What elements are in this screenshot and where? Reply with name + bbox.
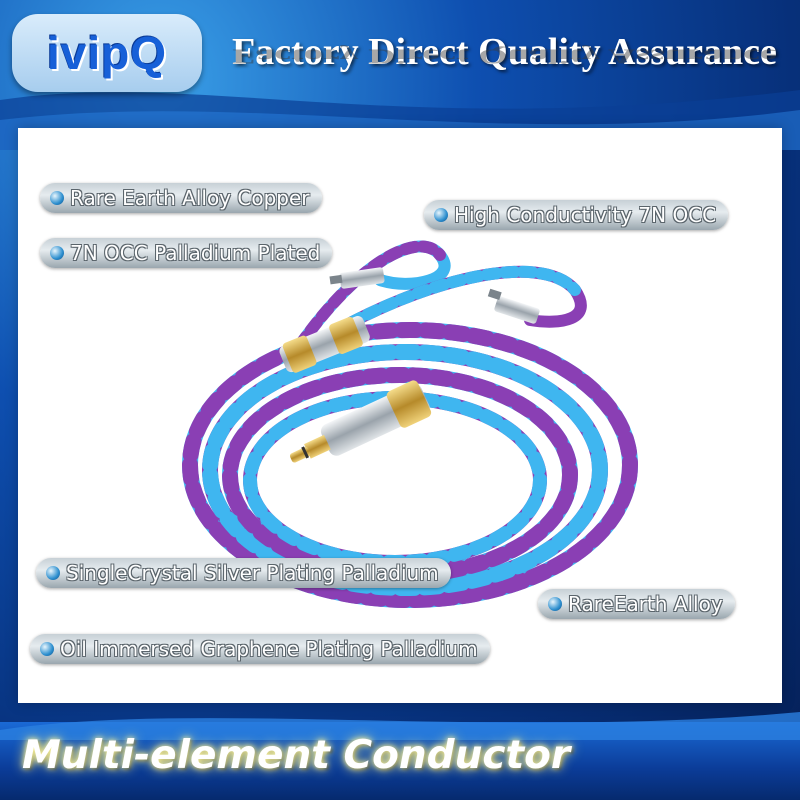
- header-slogan: Factory Direct Quality Assurance: [232, 31, 777, 73]
- feature-label: SingleCrystal Silver Plating Palladium: [66, 561, 439, 585]
- feature-pill: Rare Earth Alloy Copper: [40, 183, 322, 213]
- bullet-dot-icon: [548, 597, 562, 611]
- feature-pill: Oil Immersed Graphene Plating Palladium: [30, 634, 490, 664]
- bullet-dot-icon: [46, 566, 60, 580]
- feature-pill: SingleCrystal Silver Plating Palladium: [36, 558, 451, 588]
- bullet-dot-icon: [40, 642, 54, 656]
- feature-pill: RareEarth Alloy: [538, 589, 735, 619]
- feature-pill: High Conductivity 7N OCC: [424, 200, 729, 230]
- feature-label: RareEarth Alloy: [568, 592, 723, 616]
- bottom-wave-decoration: [0, 712, 800, 740]
- feature-label: Rare Earth Alloy Copper: [70, 186, 310, 210]
- feature-label: High Conductivity 7N OCC: [454, 203, 717, 227]
- brand-logo-text: ivipQ: [46, 27, 168, 79]
- bullet-dot-icon: [50, 246, 64, 260]
- brand-logo: ivipQ: [12, 14, 202, 92]
- bullet-dot-icon: [50, 191, 64, 205]
- footer-title: Multi-element Conductor: [22, 733, 571, 778]
- header-slogan-reflection: Factory Direct Quality Assurance: [232, 44, 777, 68]
- feature-pill: 7N OCC Palladium Plated: [40, 238, 333, 268]
- feature-label: 7N OCC Palladium Plated: [70, 241, 321, 265]
- bullet-dot-icon: [434, 208, 448, 222]
- feature-label: Oil Immersed Graphene Plating Palladium: [60, 637, 478, 661]
